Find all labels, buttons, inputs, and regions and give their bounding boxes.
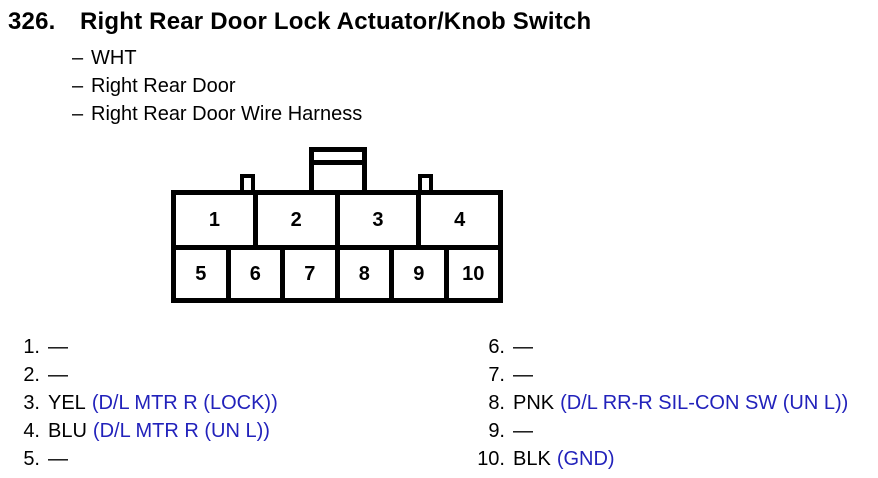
connector-diagram: 1 2 3 4 5 6 7 8 9 10 [171, 190, 503, 303]
pin-number: 6. [488, 335, 505, 358]
wire-color: BLU [48, 419, 87, 442]
wire-color: — [48, 335, 68, 358]
pin-row-2: 2. — [0, 361, 278, 389]
connector-cavity-2: 2 [258, 195, 340, 246]
dash-prefix: – [72, 75, 84, 97]
dash-prefix: – [72, 103, 84, 125]
connector-cavity-7: 7 [285, 250, 340, 298]
connector-cavity-9: 9 [394, 250, 449, 298]
wire-color: — [48, 363, 68, 386]
pin-label: — [513, 336, 533, 359]
connector-row-top: 1 2 3 4 [176, 195, 498, 251]
pin-row-1: 1. — [0, 333, 278, 361]
detail-text: Right Rear Door Wire Harness [91, 103, 363, 125]
connector-cavity-10: 10 [462, 262, 485, 285]
wire-color: BLK [513, 447, 551, 470]
pin-label: — [48, 364, 68, 387]
pin-label: — [48, 336, 68, 359]
wire-color: — [513, 335, 533, 358]
connector-cavity-3: 3 [340, 195, 422, 246]
pin-number: 9. [488, 419, 505, 442]
connector-cavity-8: 8 [340, 250, 394, 298]
pin-row-10: 10. BLK(GND) [430, 445, 848, 473]
connector-cavity-6: 6 [231, 250, 285, 298]
pin-number: 1. [23, 335, 40, 358]
section-number: 326. [8, 8, 56, 35]
connector-details: –WHT –Right Rear Door –Right Rear Door W… [72, 44, 362, 128]
detail-text: Right Rear Door [91, 75, 236, 97]
pin-row-8: 8. PNK(D/L RR-R SIL-CON SW (UN L)) [430, 389, 848, 417]
detail-text: WHT [91, 47, 137, 69]
pin-number: 10. [477, 447, 505, 470]
pin-number: 4. [23, 419, 40, 442]
pin-label: BLU(D/L MTR R (UN L)) [48, 420, 270, 443]
connector-lock-tab [309, 147, 367, 190]
pin-label: PNK(D/L RR-R SIL-CON SW (UN L)) [513, 392, 848, 415]
pin-number: 2. [23, 363, 40, 386]
signal-name: (GND) [556, 447, 615, 470]
wire-color: — [513, 363, 533, 386]
pin-list-left: 1. — 2. — 3. YEL(D/L MTR R (LOCK)) 4. BL… [0, 333, 278, 473]
pin-label: — [513, 420, 533, 443]
pin-row-7: 7. — [430, 361, 848, 389]
pin-number: 8. [488, 391, 505, 414]
pin-number: 3. [23, 391, 40, 414]
detail-harness: –Right Rear Door Wire Harness [72, 100, 362, 128]
wire-color: YEL [48, 391, 86, 414]
section-title-text: Right Rear Door Lock Actuator/Knob Switc… [80, 8, 592, 35]
signal-name: (D/L RR-R SIL-CON SW (UN L)) [560, 391, 849, 414]
wire-color: PNK [513, 391, 555, 414]
signal-name: (D/L MTR R (UN L)) [92, 419, 270, 442]
connector-row-bottom: 5 6 7 8 9 10 [176, 250, 498, 298]
pin-row-9: 9. — [430, 417, 848, 445]
pin-number: 5. [23, 447, 40, 470]
connector-rib-left [240, 174, 255, 190]
pin-row-3: 3. YEL(D/L MTR R (LOCK)) [0, 389, 278, 417]
pin-number: 7. [488, 363, 505, 386]
pin-label: BLK(GND) [513, 448, 615, 471]
pin-label: YEL(D/L MTR R (LOCK)) [48, 392, 278, 415]
pin-label: — [513, 364, 533, 387]
pin-row-4: 4. BLU(D/L MTR R (UN L)) [0, 417, 278, 445]
pin-list-right: 6. — 7. — 8. PNK(D/L RR-R SIL-CON SW (UN… [430, 333, 848, 473]
wire-color: — [513, 419, 533, 442]
connector-cavity-1: 1 [176, 195, 258, 246]
section-title: 326. Right Rear Door Lock Actuator/Knob … [8, 8, 591, 36]
pin-label: — [48, 448, 68, 471]
connector-cavity-5: 5 [176, 250, 231, 298]
wire-color: — [48, 447, 68, 470]
pin-row-5: 5. — [0, 445, 278, 473]
connector-lock-tab-bar [314, 152, 362, 165]
pin-row-6: 6. — [430, 333, 848, 361]
signal-name: (D/L MTR R (LOCK)) [91, 391, 278, 414]
dash-prefix: – [72, 47, 84, 69]
detail-connector-color: –WHT [72, 44, 362, 72]
connector-rib-right [418, 174, 433, 190]
connector-cavity-4: 4 [454, 208, 466, 231]
detail-location: –Right Rear Door [72, 72, 362, 100]
